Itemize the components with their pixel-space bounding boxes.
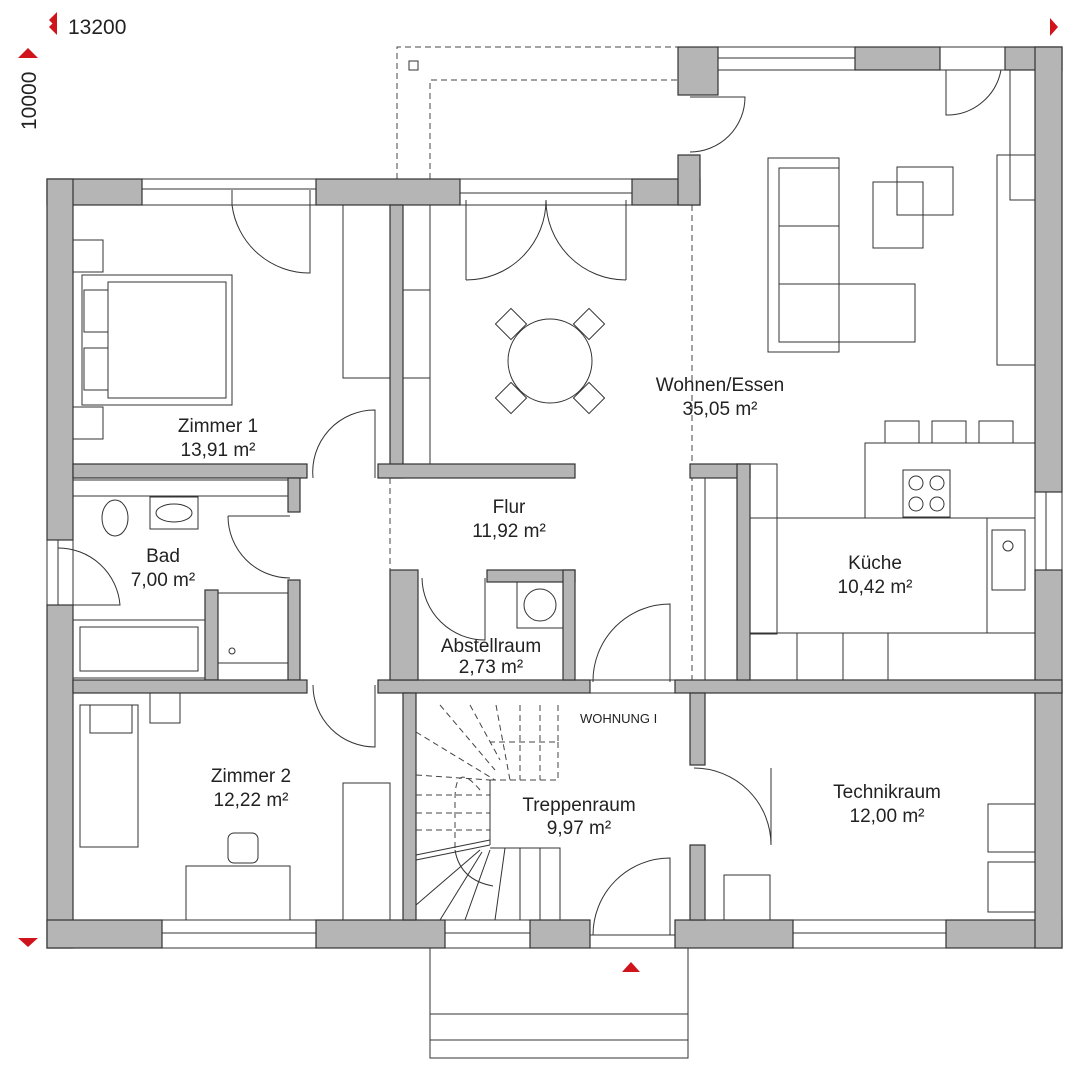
nightstand [72,239,104,273]
entrance-steps [429,947,689,1059]
room-area: 2,73 m² [459,657,523,678]
room-area: 10,42 m² [838,577,913,598]
bathtub [72,619,206,679]
desk-chair [227,832,259,864]
depth-bottom-marker [18,938,38,947]
room-area: 9,97 m² [547,818,611,839]
dining-table [507,318,593,404]
cooktop [902,469,951,518]
room-name: Abstellraum [441,636,541,657]
room-labels: Zimmer 1 13,91 m² Bad 7,00 m² Zimmer 2 1… [131,375,941,839]
kitchen-counter [749,517,988,634]
washing-machine [516,581,564,629]
room-name: Zimmer 2 [211,766,291,787]
room-area: 13,91 m² [181,440,256,461]
wardrobe-2 [342,782,391,921]
shower [217,592,289,664]
wardrobe [342,204,391,379]
sink [991,529,1026,591]
terrace-outline [389,46,706,680]
room-area: 35,05 m² [683,399,758,420]
desk [185,865,291,921]
room-area: 7,00 m² [131,570,195,591]
width-dimension: 13200 [68,16,126,39]
staircase [415,704,561,921]
width-right-marker [1050,18,1058,36]
room-name: Technikraum [833,782,941,803]
room-name: Flur [493,497,526,518]
room-name: Treppenraum [522,795,635,816]
room-area: 12,00 m² [850,806,925,827]
shelf [402,204,431,465]
dining-chairs [494,307,606,415]
washbasin [149,496,199,530]
bed [81,274,233,406]
width-left-marker [49,19,57,35]
armchair [896,166,954,216]
bathroom-shelf [72,479,289,497]
depth-top-marker [18,48,38,58]
toilet [101,499,129,537]
furniture [72,69,1036,921]
entrance-marker [622,962,640,972]
room-name: Zimmer 1 [178,416,258,437]
tv-cabinet [996,154,1036,366]
doors [57,69,1002,936]
nightstand [72,406,104,440]
room-name: Küche [848,553,902,574]
room-name: Wohnen/Essen [656,375,785,396]
bed-2 [79,704,139,848]
room-name: Bad [146,546,180,567]
room-area: 11,92 m² [472,521,546,542]
kitchen-cabinets [704,477,738,681]
depth-dimension: 10000 [18,72,41,130]
room-area: 12,22 m² [214,790,289,811]
apartment-label: WOHNUNG I [580,711,657,726]
